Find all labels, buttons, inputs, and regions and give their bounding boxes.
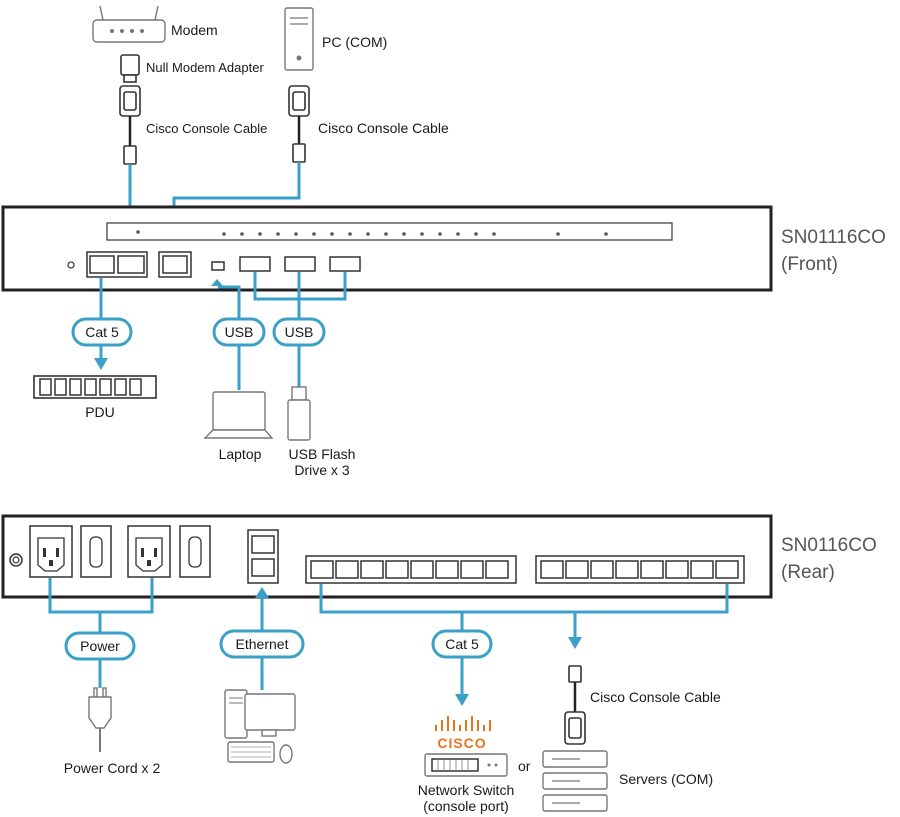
cat5-rear-text: Cat 5 (445, 636, 479, 652)
servers-label: Servers (COM) (619, 771, 713, 787)
pdu-label: PDU (85, 404, 115, 420)
ethernet-tag-text: Ethernet (236, 636, 289, 652)
pdu-device (33, 375, 157, 399)
cat5-front-text: Cat 5 (85, 324, 119, 340)
laptop-label: Laptop (219, 446, 262, 462)
usb-laptop-text: USB (225, 324, 254, 340)
rear-model-label: SN0116CO (781, 535, 877, 556)
desktop-pc-device (224, 689, 296, 764)
front-model-label: SN01116CO (781, 227, 886, 248)
cable-left-label: Cisco Console Cable (146, 121, 267, 136)
db9-connector-right (288, 85, 310, 163)
power-cord-device (88, 687, 112, 752)
front-side-label: (Front) (781, 254, 838, 275)
cable-usb-laptop (218, 285, 241, 390)
modem-label: Modem (171, 22, 218, 38)
servers-device (542, 750, 608, 812)
usb-flash-text: USB (285, 324, 314, 340)
power-tag: Power (64, 631, 136, 661)
cable-cat5-bus (319, 584, 729, 614)
power-cord-label: Power Cord x 2 (64, 760, 161, 776)
laptop-device (203, 391, 274, 439)
front-panel (1, 205, 773, 292)
usb-laptop-tag: USB (212, 317, 266, 347)
power-tag-text: Power (80, 638, 120, 654)
null-modem-label: Null Modem Adapter (146, 60, 264, 75)
null-modem-adapter (120, 54, 140, 83)
flash-label-1: USB Flash (289, 446, 356, 462)
cable-right-label: Cisco Console Cable (318, 120, 449, 136)
flash-label-2: Drive x 3 (294, 462, 349, 478)
usb-flash-tag: USB (272, 317, 326, 347)
rear-side-label: (Rear) (781, 562, 835, 583)
switch-label-2: (console port) (423, 798, 509, 814)
server-cable-label: Cisco Console Cable (590, 689, 721, 705)
cat5-rear-tag: Cat 5 (431, 629, 493, 659)
switch-label-1: Network Switch (418, 782, 514, 798)
ethernet-tag: Ethernet (219, 629, 305, 659)
db9-connector-left (119, 85, 141, 165)
modem-device (92, 5, 166, 43)
network-switch-device (424, 753, 508, 777)
pc-label: PC (COM) (322, 34, 387, 50)
or-label: or (518, 758, 531, 774)
usb-flash-device (287, 386, 311, 441)
cisco-logo-text: CISCO (437, 735, 486, 751)
cat5-front-tag: Cat 5 (71, 317, 133, 347)
rear-panel (1, 514, 773, 599)
pc-tower (284, 7, 314, 71)
cisco-logo-bars (435, 716, 491, 731)
server-console-cable (564, 665, 586, 745)
